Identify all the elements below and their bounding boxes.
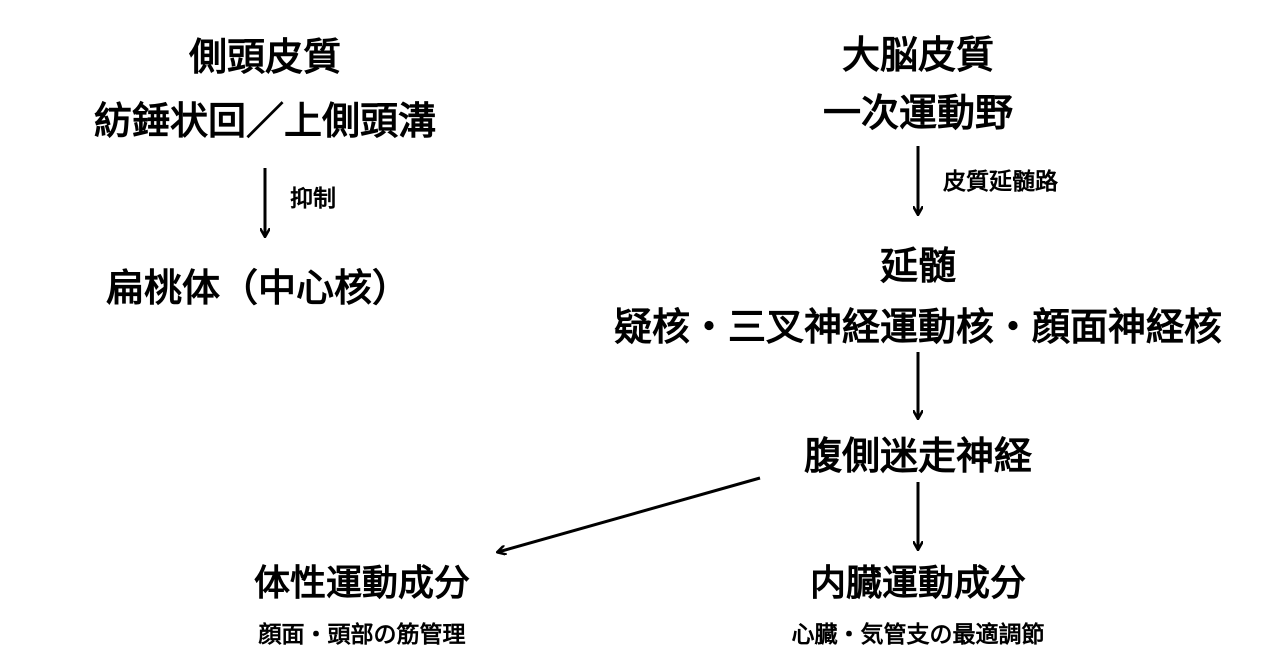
somatic-motor-subtitle: 顔面・頭部の筋管理 [258,622,466,648]
corticobulbar-edge-label: 皮質延髄路 [943,169,1058,195]
temporal-cortex-title: 側頭皮質 [188,35,342,79]
cerebral-cortex-subtitle: 一次運動野 [822,91,1014,135]
medulla-nuclei: 疑核・三叉神経運動核・顔面神経核 [613,305,1223,349]
ventral-vagus-node: 腹側迷走神経 [803,434,1033,478]
cerebral-cortex-title: 大脳皮質 [841,33,995,77]
visceral-motor-subtitle: 心臓・気管支の最適調節 [791,622,1045,648]
temporal-cortex-subtitle: 紡錘状回／上側頭溝 [93,99,437,143]
visceral-motor-title: 内臓運動成分 [809,563,1027,604]
somatic-motor-title: 体性運動成分 [253,563,471,604]
arrow-vagus-to-somatic [498,476,761,552]
amygdala-node: 扁桃体（中心核） [106,266,411,310]
inhibition-edge-label: 抑制 [290,186,336,212]
medulla-title: 延髄 [879,244,957,288]
